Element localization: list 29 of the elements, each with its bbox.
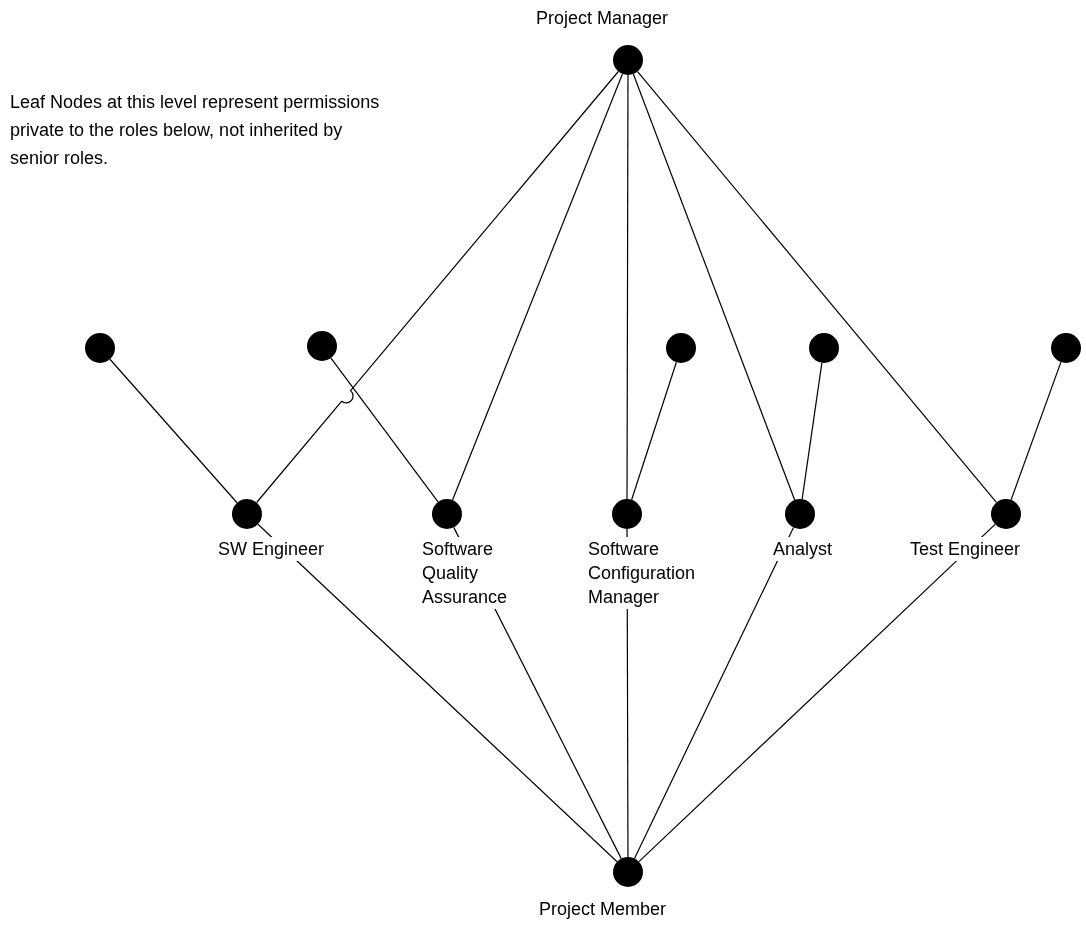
connector-line [633, 526, 795, 860]
connector-line [109, 358, 238, 504]
role-label: SW Engineer [218, 537, 325, 561]
node-dot [666, 333, 696, 363]
node-dot [612, 499, 642, 529]
connector-line [632, 73, 796, 501]
connector-line [1010, 361, 1062, 501]
node-dot [991, 499, 1021, 529]
node-dot [85, 333, 115, 363]
node-dot [613, 45, 643, 75]
node-dot [307, 331, 337, 361]
node-dot [1051, 333, 1081, 363]
connector-line [637, 70, 997, 504]
role-label: Test Engineer [910, 537, 1021, 561]
connector-line [626, 74, 629, 500]
connector-line [257, 523, 618, 863]
connector-line [256, 70, 619, 504]
connector-line [801, 362, 823, 500]
node-dot [613, 857, 643, 887]
connector-line [330, 357, 439, 503]
node-dot [432, 499, 462, 529]
node-dot [785, 499, 815, 529]
note-text: Leaf Nodes at this level represent permissions private to the roles below, not inherited by senior roles. [10, 91, 381, 170]
role-label: Analyst [773, 537, 833, 561]
node-dot [232, 499, 262, 529]
connector-line [631, 361, 677, 501]
node-dot [809, 333, 839, 363]
connector-line [638, 523, 996, 863]
connector-line [451, 73, 624, 501]
